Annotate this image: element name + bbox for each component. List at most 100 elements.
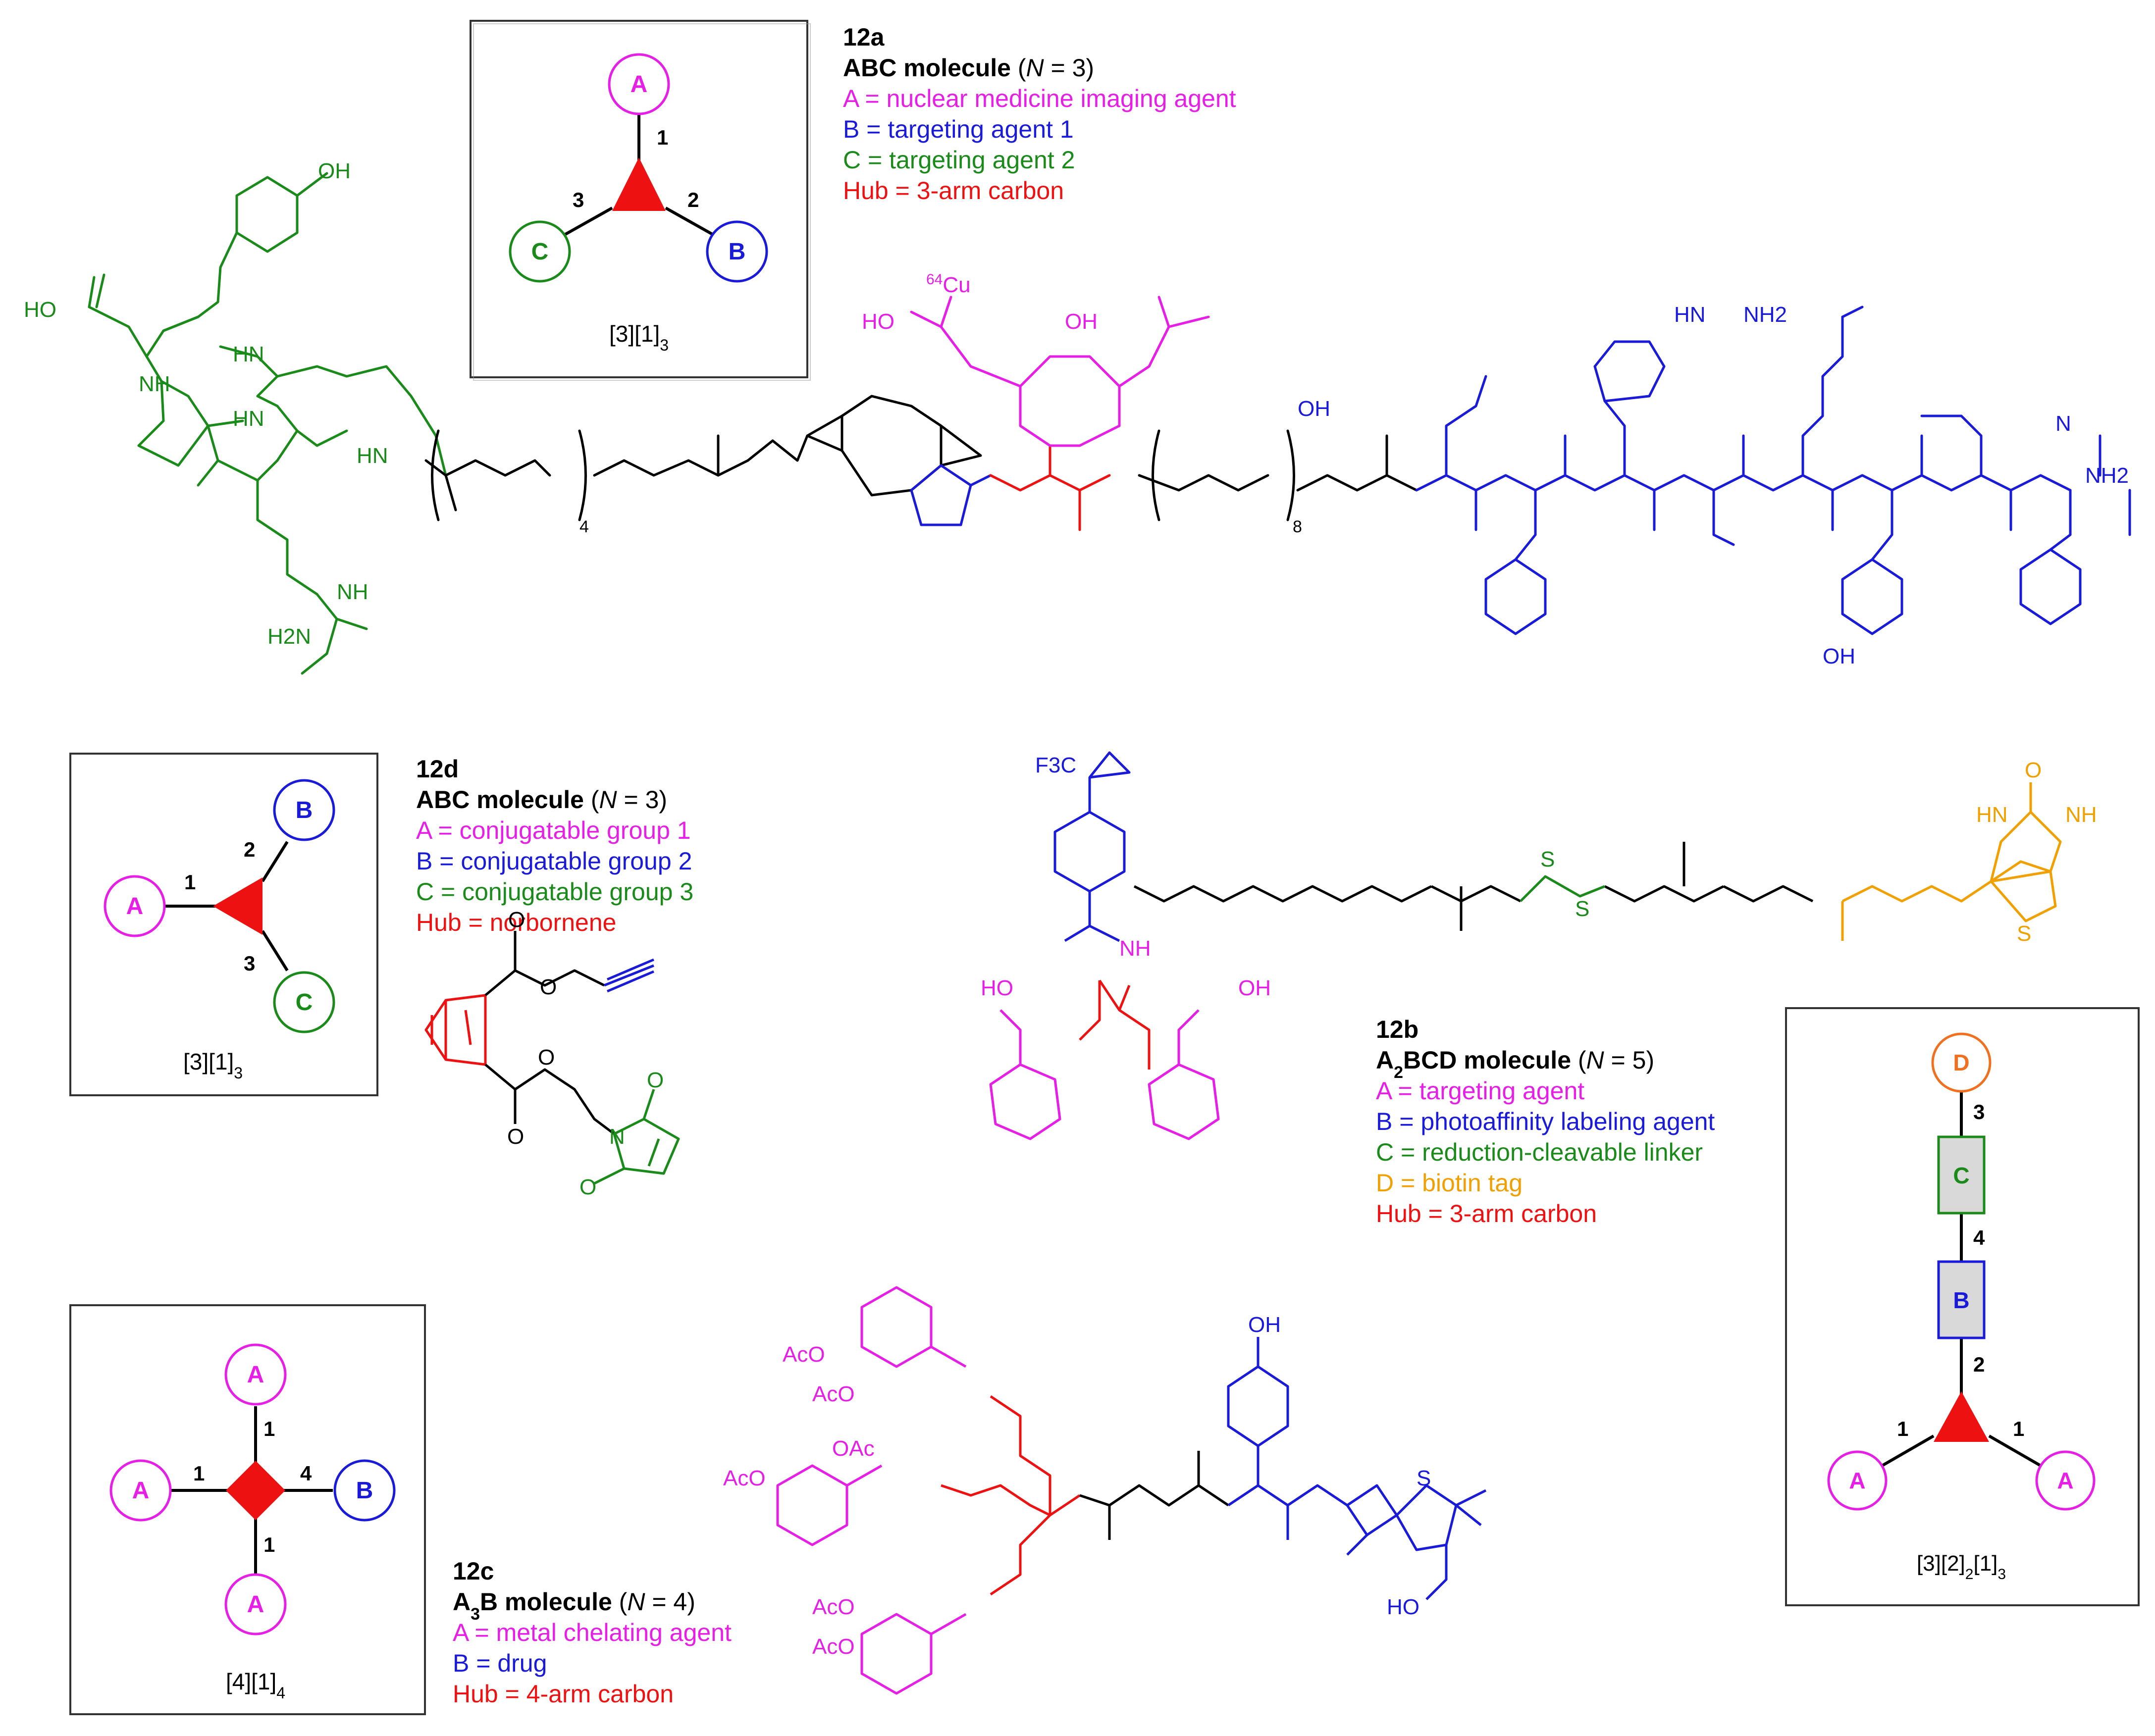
node-a-left-12b [1827,1450,1888,1511]
atom-12b-oh-1: OH [1238,976,1271,1000]
node-b-12d-label: B [296,797,313,823]
atom-12a-oh-tyr: OH [1823,644,1855,668]
structure-12a [88,172,2131,675]
structure-12b-disulfide [1520,875,1605,902]
node-a-left-12c [109,1459,172,1522]
structure-12d [424,931,680,1185]
schematic-12d: A B C 1 2 3 [3][1]3 [69,753,378,1096]
legend-12a-line-b: B = targeting agent 1 [843,115,1074,143]
legend-12b-line-hub: Hub = 3-arm carbon [1376,1200,1597,1227]
schematic-12c: A A A B 1 1 1 4 [4][1]4 [69,1304,426,1715]
atom-12d-o-1: O [508,908,525,932]
node-c-12d-label: C [296,989,313,1016]
atom-12c-oac: OAc [832,1436,875,1461]
edge-4-12b: 4 [1973,1226,1985,1249]
edge-1-12a: 1 [657,126,668,149]
node-c-12a-label: C [531,239,549,265]
atom-12a-hn-arg: HN [1674,303,1706,327]
notation-12d: [3][1]3 [183,1049,243,1082]
atoms-12a: OH HO NH HN HN HN NH H2N 64Cu HO OH HN N… [24,159,2129,668]
node-c-12a [509,220,571,283]
schematic-12c-frame [69,1304,426,1715]
atom-12d-o-2: O [540,975,557,999]
structure-12a-peg8 [1138,429,1418,521]
structure-12b-hub [1079,979,1151,1070]
atoms-12c: AcO AcO OAc AcO AcO AcO OH S HO [723,1313,1431,1659]
structure-12c [776,1286,1487,1695]
atom-12a-h2n: H2N [267,624,311,649]
notation-12c: [4][1]4 [226,1669,285,1702]
structure-12a-green-peptide [88,172,447,675]
atom-12a-ho-nota: HO [862,309,894,334]
edge-1-left-12c: 1 [193,1462,205,1485]
legend-12d-id: 12d [416,755,459,783]
node-b-12a-label: B [729,239,746,265]
structure-12a-nota [910,296,1210,447]
hub-triangle-12b [1934,1391,1989,1442]
node-a-left-12c-label: A [132,1478,150,1504]
structure-12a-hub [989,444,1111,531]
atom-12a-oh-nota: OH [1065,309,1098,334]
node-a-right-12b-label: A [2057,1468,2073,1493]
atom-12c-ho: HO [1387,1595,1419,1619]
atom-12b-f3c: F3C [1035,753,1076,777]
legend-12d-line-c: C = conjugatable group 3 [416,878,693,906]
schematic-12a-frame [470,20,808,378]
atom-12d-n: N [609,1124,625,1149]
atom-12a-hn-ring: HN [233,342,264,366]
atom-12a-nh-ring: NH [139,372,170,396]
structure-12b-biotin [1841,782,2062,941]
legend-12b-id: 12b [1376,1016,1419,1043]
atom-12d-o-4: O [507,1124,524,1149]
atom-12b-s1: S [1540,847,1555,871]
legend-12c-line-hub: Hub = 4-arm carbon [453,1680,674,1708]
legend-12a-title: ABC molecule (N = 3) [843,54,1094,82]
atom-12c-oh: OH [1248,1313,1281,1337]
atom-12d-o-6: O [579,1175,596,1199]
atom-12c-aco-5: AcO [812,1634,855,1659]
atom-12a-nh2-end: NH2 [2085,463,2129,488]
node-a-12d-label: A [126,893,144,919]
notation-12b: [3][2]2[1]3 [1917,1551,2006,1583]
atom-12b-s-biotin: S [2017,921,2031,946]
atom-12a-hn-ring2: HN [233,407,264,431]
structure-12c-catechols [776,1286,967,1695]
node-d-12b [1931,1032,1992,1093]
atoms-12d: O O O O N O O [507,908,664,1199]
atom-12b-o-biotin: O [2025,758,2042,782]
edge-3-12a: 3 [573,188,584,211]
atom-12a-oh-asp: OH [1298,397,1330,421]
legend-12b-line-d: D = biotin tag [1376,1169,1523,1197]
node-a-right-12b [2035,1450,2096,1511]
node-b-12b [1937,1260,1986,1339]
atom-12a-peg4-index: 4 [579,517,589,536]
legend-12a-line-a: A = nuclear medicine imaging agent [843,85,1236,112]
node-c-12b-label: C [1953,1163,1969,1188]
node-b-12c-label: B [356,1478,373,1504]
legend-12b-line-a: A = targeting agent [1376,1077,1584,1105]
legend-12c-line-a: A = metal chelating agent [453,1619,732,1646]
edge-3-12d: 3 [244,952,255,975]
atom-12c-aco-1: AcO [783,1342,825,1367]
atom-12a-cu: 64Cu [926,271,971,298]
structure-12c-hub [941,1395,1081,1596]
node-b-12b-label: B [1953,1287,1969,1313]
edge-1-right-12b: 1 [2013,1417,2024,1440]
atom-12b-nh: NH [1119,936,1151,961]
legend-12b: 12b A2BCD molecule (N = 5) A = targeting… [1376,1016,1715,1227]
atoms-12b: F3C S S HN NH O S NH HO OH [981,753,2097,1000]
atom-12a-ho-asp: HO [24,298,56,322]
node-b-12d [273,779,335,841]
legend-12c-id: 12c [453,1557,494,1585]
hub-triangle-12a [612,157,666,211]
structure-12b-photoaffinity [1053,751,1131,942]
edge-1-12d: 1 [184,870,196,894]
legend-12a: 12a ABC molecule (N = 3) A = nuclear med… [843,23,1236,204]
schematic-12d-frame [69,753,378,1096]
atom-12a-oh-ser: N [2055,411,2071,436]
atom-12a-nh-guan: NH [337,580,368,604]
legend-12b-line-c: C = reduction-cleavable linker [1376,1138,1703,1166]
structure-12a-triazole [910,464,992,526]
legend-12d: 12d ABC molecule (N = 3) A = conjugatabl… [416,755,693,936]
legend-12d-title: ABC molecule (N = 3) [416,786,667,814]
